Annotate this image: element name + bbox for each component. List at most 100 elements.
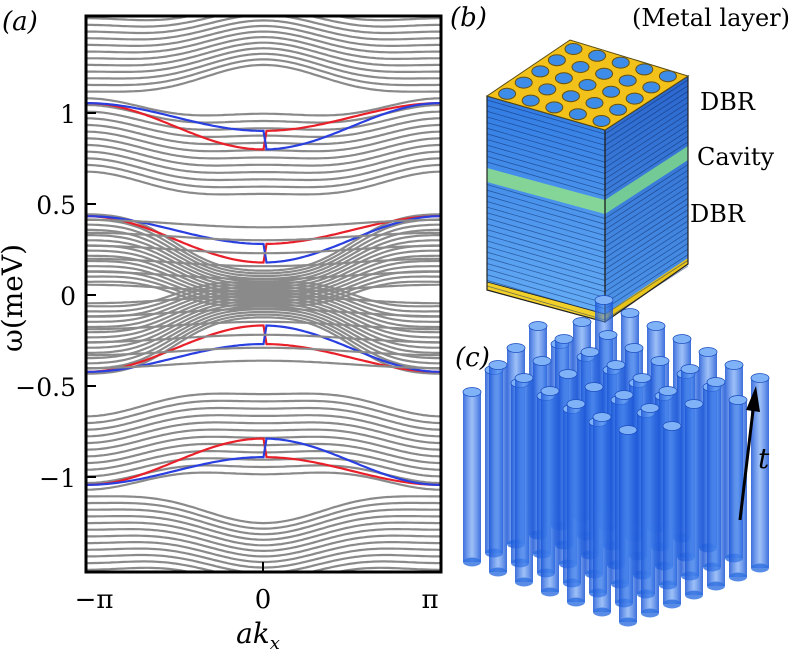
dbr-layer-stripes [486,79,689,321]
edge-state-blue [86,102,441,151]
bulk-band [86,281,441,308]
bulk-band [86,58,441,87]
metal-hole [618,74,637,87]
bulk-band [86,218,441,229]
cylinder [592,412,612,617]
metal-hole [658,70,677,83]
panel-b: (b) (Metal layer) DBR Cavity [450,3,790,324]
time-label: t [758,442,770,475]
metal-hole [609,103,628,116]
bulk-band [86,16,441,35]
metal-hole [521,94,540,107]
bulk-band [86,392,441,418]
metal-hole [564,43,583,55]
edge-state-blue [86,215,441,264]
metal-hole [578,79,597,91]
panel-c: (c) t [455,295,770,627]
bulk-band [86,163,441,189]
cylinder [462,387,482,567]
dbr-top-label: DBR [700,88,756,116]
bulk-band [86,286,441,318]
bulk-band [86,457,441,478]
panel-a-tag: (a) [2,7,38,37]
edge-state-blue [86,437,441,486]
bulk-band [86,270,441,281]
dbr-front-face [487,96,605,322]
bulk-band [86,305,441,354]
x-tick-label: 0 [255,585,272,615]
panel-c-tag: (c) [455,343,490,373]
bulk-band [86,297,441,339]
bulk-band [86,471,441,491]
metal-hole [561,90,580,103]
bulk-band [86,495,441,525]
metal-hole [554,72,573,85]
bulk-band [86,35,441,60]
bulk-band [86,359,441,370]
metal-hole [595,67,614,80]
edge-state-red [86,324,441,373]
bulk-band [86,316,441,375]
bulk-band [86,346,441,357]
panel-a: (a) 1 0.5 0 −0.5 −1 ω(meV) −π [0,7,443,654]
time-arrow-head [746,386,760,412]
metal-hole [642,81,661,94]
metal-hole [611,56,630,69]
bulk-band [86,515,441,541]
x-axis: −π 0 π akx [75,562,439,654]
bulk-band [86,97,441,117]
metal-hole [625,92,644,105]
metal-hole [592,115,611,127]
edge-state-red [86,437,441,486]
cylinder [514,373,534,587]
cylinder [618,425,638,627]
cavity-layer-side [605,146,688,214]
bulk-band [86,307,441,318]
cylinder [640,403,660,618]
bulk-band [86,528,441,553]
bulk-band [86,47,441,73]
y-tick-label: 0.5 [36,191,76,220]
metal-hole [602,85,621,98]
x-tick-label: π [421,585,438,615]
bulk-band [86,294,441,305]
bulk-band [86,508,441,536]
bulk-band [86,143,441,167]
bulk-band [86,257,441,268]
bulk-band [86,157,441,182]
bulk-band [86,553,441,572]
x-axis-label: akx [236,617,280,654]
bulk-band [86,313,441,370]
bulk-band [86,63,441,93]
metal-hole [635,63,654,76]
panel-b-tag: (b) [450,3,487,33]
bulk-band [86,244,441,255]
metal-hole [531,65,550,78]
metal-holes [498,43,677,127]
bulk-band [86,218,441,275]
metal-hole [498,87,517,100]
metal-hole [571,61,590,73]
bulk-band [86,289,441,323]
bulk-band [86,521,441,547]
bulk-band [86,284,441,313]
y-tick-label: 0 [60,282,76,311]
bulk-band [86,320,441,331]
cavity-label: Cavity [697,143,775,171]
bulk-band [86,150,441,174]
bulk-band [86,24,441,47]
metal-hole [585,97,604,109]
cylinder-lattice [462,295,770,627]
metal-hole [545,101,564,114]
cylinder [706,377,726,591]
dbr-bottom-label: DBR [690,200,746,228]
metal-layer-label: (Metal layer) [632,4,790,32]
bulk-band [86,300,441,344]
bulk-band [86,414,441,438]
bulk-band [86,52,441,80]
y-tick-label: −1 [39,464,76,493]
y-axis: 1 0.5 0 −0.5 −1 ω(meV) [0,100,96,493]
y-axis-label: ω(meV) [0,244,29,352]
